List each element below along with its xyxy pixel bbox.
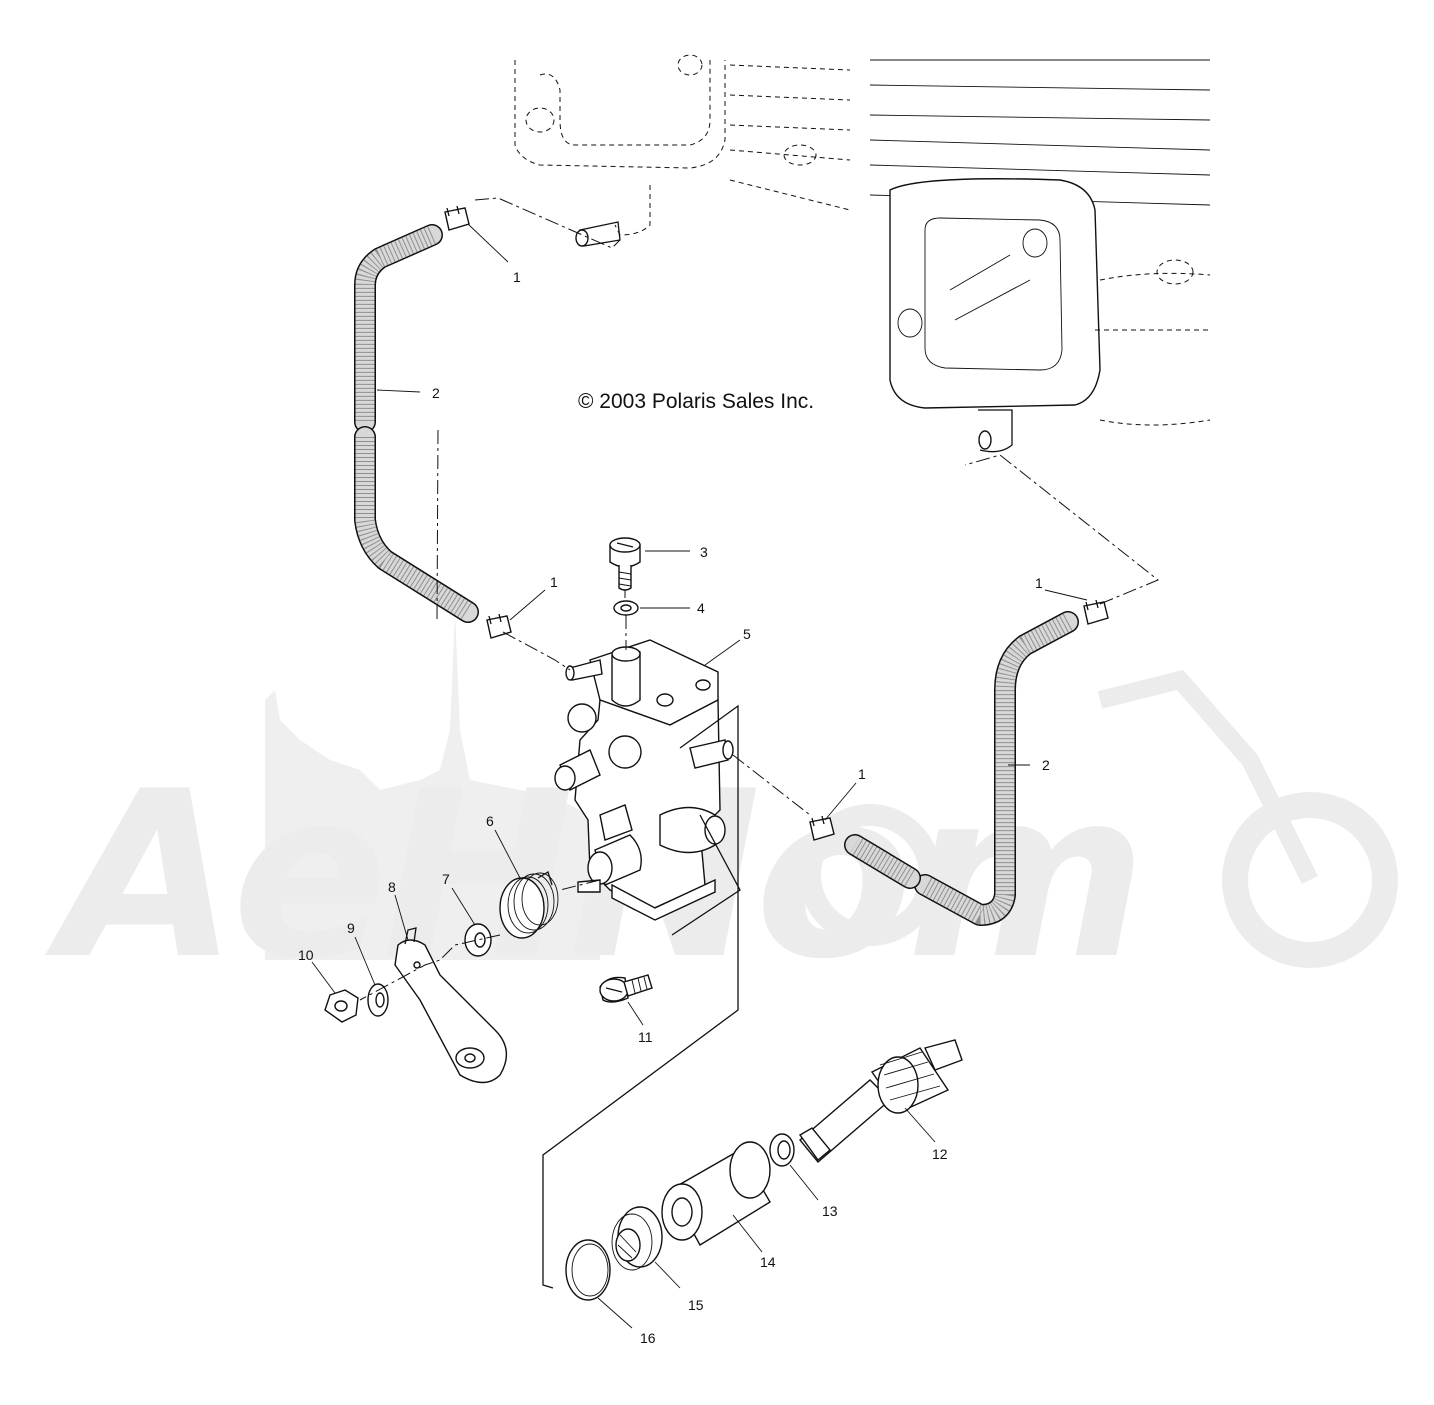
spring-6 xyxy=(499,871,559,939)
oil-pump-body xyxy=(554,639,734,921)
callout-14: 14 xyxy=(760,1254,776,1270)
cylinder-2 xyxy=(869,59,1211,453)
nut-10 xyxy=(324,989,359,1023)
callout-16: 16 xyxy=(640,1330,656,1346)
callout-2: 2 xyxy=(432,385,440,401)
callout-11: 11 xyxy=(638,1029,653,1045)
bushing-14 xyxy=(661,1141,771,1246)
callout-5: 5 xyxy=(743,626,751,642)
washer-7 xyxy=(464,923,492,957)
callout-2: 2 xyxy=(1042,757,1050,773)
callout-13: 13 xyxy=(822,1203,838,1219)
bracket-lines xyxy=(542,704,741,1289)
watermark-motorcycle xyxy=(799,669,1398,968)
callout-1: 1 xyxy=(858,766,866,782)
washer-4 xyxy=(613,600,639,616)
callout-3: 3 xyxy=(700,544,708,560)
screw-11 xyxy=(599,974,653,1003)
callout-8: 8 xyxy=(388,879,396,895)
seal-15 xyxy=(611,1206,663,1271)
lockwasher-9 xyxy=(367,983,389,1017)
callout-4: 4 xyxy=(697,600,705,616)
bolt-3 xyxy=(609,537,641,591)
shaft-gear-12 xyxy=(798,1039,963,1163)
oring-16 xyxy=(565,1239,611,1301)
callout-6: 6 xyxy=(486,813,494,829)
callout-15: 15 xyxy=(688,1297,704,1313)
callout-12: 12 xyxy=(932,1146,948,1162)
washer-13 xyxy=(769,1133,795,1167)
lever-8 xyxy=(394,927,508,1084)
leader-lines xyxy=(311,223,1088,1329)
cylinder-1 xyxy=(514,54,851,247)
callout-10: 10 xyxy=(298,947,314,963)
callout-9: 9 xyxy=(347,920,355,936)
callout-numbers: 1 2 1 3 4 5 1 1 2 6 7 8 9 10 11 12 13 14… xyxy=(298,269,1050,1346)
callout-1: 1 xyxy=(1035,575,1043,591)
hose-left xyxy=(354,224,479,623)
copyright-notice: © 2003 Polaris Sales Inc. xyxy=(578,390,814,413)
callout-7: 7 xyxy=(442,871,450,887)
hose-clamps xyxy=(444,205,1109,841)
assembly-lines xyxy=(359,197,1159,1001)
callout-1: 1 xyxy=(550,574,558,590)
hose-right xyxy=(844,611,1079,926)
callout-1: 1 xyxy=(513,269,521,285)
